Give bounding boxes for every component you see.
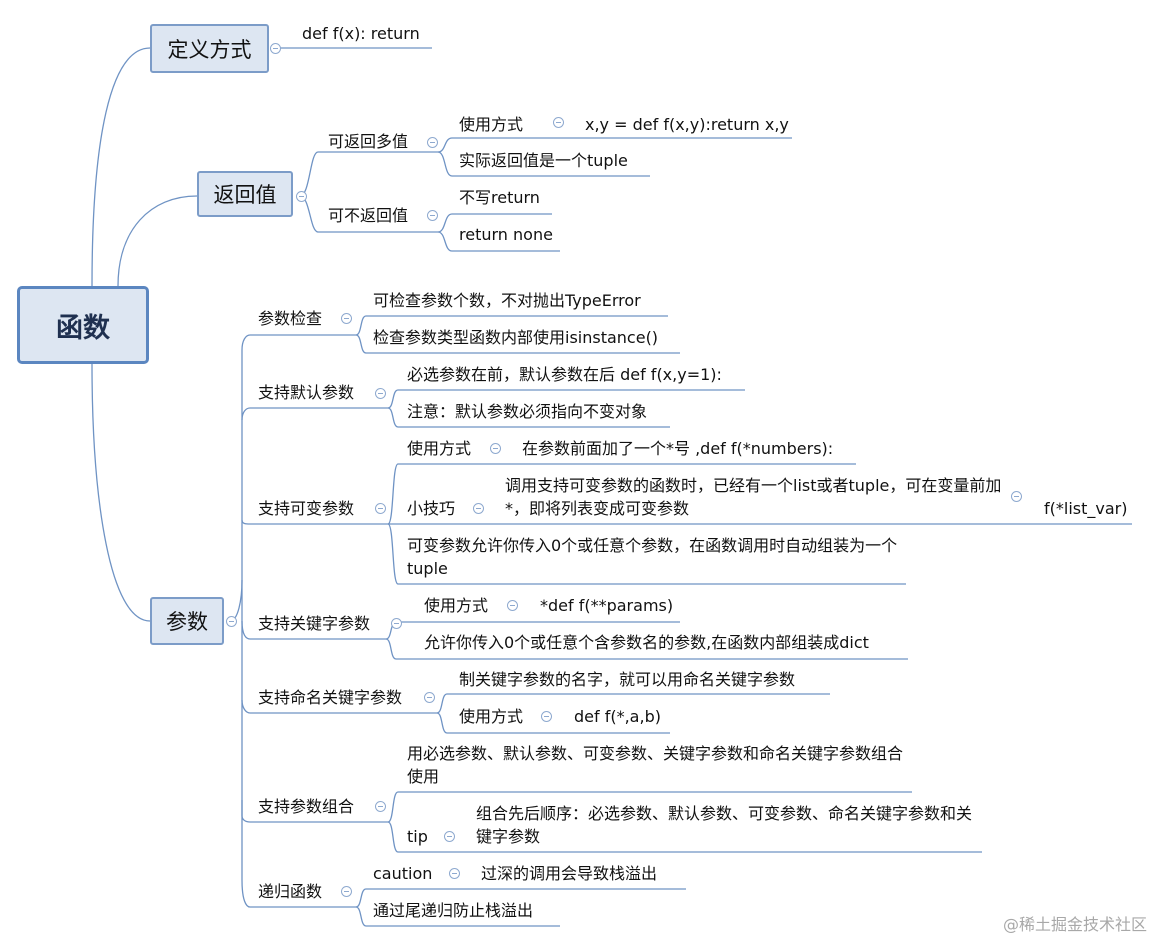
branch-return-value-label: 返回值	[213, 183, 277, 207]
node-kw-desc[interactable]: 允许你传入0个或任意个含参数名的参数,在函数内部组装成dict	[424, 633, 869, 652]
node-var-tip-example[interactable]: f(*list_var)	[1044, 499, 1128, 518]
node-kw-usage-label[interactable]: 使用方式	[424, 596, 489, 615]
node-named-kw-params[interactable]: 支持命名关键字参数	[258, 688, 403, 707]
node-var-params[interactable]: 支持可变参数	[258, 499, 355, 518]
node-named-kw-usage-label[interactable]: 使用方式	[459, 707, 524, 726]
node-kw-params[interactable]: 支持关键字参数	[258, 614, 371, 633]
branch-params[interactable]: 参数	[150, 597, 224, 645]
node-var-desc[interactable]: 可变参数允许你传入0个或任意个参数，在函数调用时自动组装为一个tuple	[407, 536, 898, 578]
collapse-icon[interactable]	[541, 711, 552, 722]
node-recursion-caution-label[interactable]: caution	[373, 864, 433, 883]
collapse-icon[interactable]	[296, 191, 307, 202]
collapse-icon[interactable]	[375, 388, 386, 399]
node-multiple-usage-label[interactable]: 使用方式	[459, 115, 524, 134]
branch-definition-label: 定义方式	[167, 37, 252, 62]
node-named-kw-desc[interactable]: 制关键字参数的名字，就可以用命名关键字参数	[459, 670, 796, 689]
node-recursion-tail[interactable]: 通过尾递归防止栈溢出	[373, 901, 534, 920]
watermark: @稀土掘金技术社区	[1002, 915, 1147, 934]
node-return-none[interactable]: return none	[459, 225, 553, 244]
node-no-return-value[interactable]: 可不返回值	[328, 206, 409, 225]
collapse-icon[interactable]	[427, 137, 438, 148]
node-combo-tip-value[interactable]: 组合先后顺序：必选参数、默认参数、可变参数、命名关键字参数和关键字参数	[476, 804, 973, 846]
collapse-icon[interactable]	[341, 886, 352, 897]
node-tuple-note[interactable]: 实际返回值是一个tuple	[459, 151, 628, 170]
collapse-icon[interactable]	[375, 801, 386, 812]
node-check-count[interactable]: 可检查参数个数，不对抛出TypeError	[373, 291, 641, 310]
node-combo-desc[interactable]: 用必选参数、默认参数、可变参数、关键字参数和命名关键字参数组合使用	[407, 744, 904, 786]
node-var-tip-label[interactable]: 小技巧	[407, 499, 456, 518]
node-combo-tip-label[interactable]: tip	[407, 827, 428, 846]
node-named-kw-usage-value[interactable]: def f(*,a,b)	[574, 707, 661, 726]
node-var-usage-value[interactable]: 在参数前面加了一个*号 ,def f(*numbers):	[522, 439, 834, 458]
collapse-icon[interactable]	[490, 443, 501, 454]
node-var-usage-label[interactable]: 使用方式	[407, 439, 472, 458]
definition-syntax: def f(x): return	[302, 24, 420, 43]
node-default-note[interactable]: 注意：默认参数必须指向不变对象	[407, 402, 648, 421]
node-check-type[interactable]: 检查参数类型函数内部使用isinstance()	[373, 328, 659, 347]
node-no-return[interactable]: 不写return	[459, 188, 540, 207]
collapse-icon[interactable]	[375, 503, 386, 514]
branch-params-label: 参数	[166, 610, 208, 634]
collapse-icon[interactable]	[270, 43, 281, 54]
collapse-icon[interactable]	[424, 692, 435, 703]
collapse-icon[interactable]	[473, 503, 484, 514]
root-node[interactable]: 函数	[17, 286, 149, 364]
collapse-icon[interactable]	[391, 618, 402, 629]
node-param-check[interactable]: 参数检查	[258, 309, 323, 328]
collapse-icon[interactable]	[427, 210, 438, 221]
collapse-icon[interactable]	[449, 868, 460, 879]
root-label: 函数	[56, 312, 110, 344]
collapse-icon[interactable]	[507, 600, 518, 611]
node-kw-usage-value[interactable]: *def f(**params)	[540, 596, 674, 615]
collapse-icon[interactable]	[1011, 491, 1022, 502]
collapse-icon[interactable]	[444, 831, 455, 842]
node-default-order[interactable]: 必选参数在前，默认参数在后 def f(x,y=1):	[407, 365, 722, 384]
branch-return-value[interactable]: 返回值	[197, 171, 293, 217]
collapse-icon[interactable]	[226, 616, 237, 627]
node-multiple-returns[interactable]: 可返回多值	[328, 132, 409, 151]
node-default-params[interactable]: 支持默认参数	[258, 383, 355, 402]
collapse-icon[interactable]	[553, 117, 564, 128]
node-recursion-caution-value[interactable]: 过深的调用会导致栈溢出	[481, 864, 658, 883]
branch-definition[interactable]: 定义方式	[150, 24, 269, 73]
node-var-tip-value[interactable]: 调用支持可变参数的函数时，已经有一个list或者tuple，可在变量前加*，即将…	[505, 476, 1002, 518]
node-recursion[interactable]: 递归函数	[258, 882, 323, 901]
node-param-combo[interactable]: 支持参数组合	[258, 797, 355, 816]
collapse-icon[interactable]	[341, 313, 352, 324]
node-multiple-usage-value[interactable]: x,y = def f(x,y):return x,y	[585, 115, 789, 134]
